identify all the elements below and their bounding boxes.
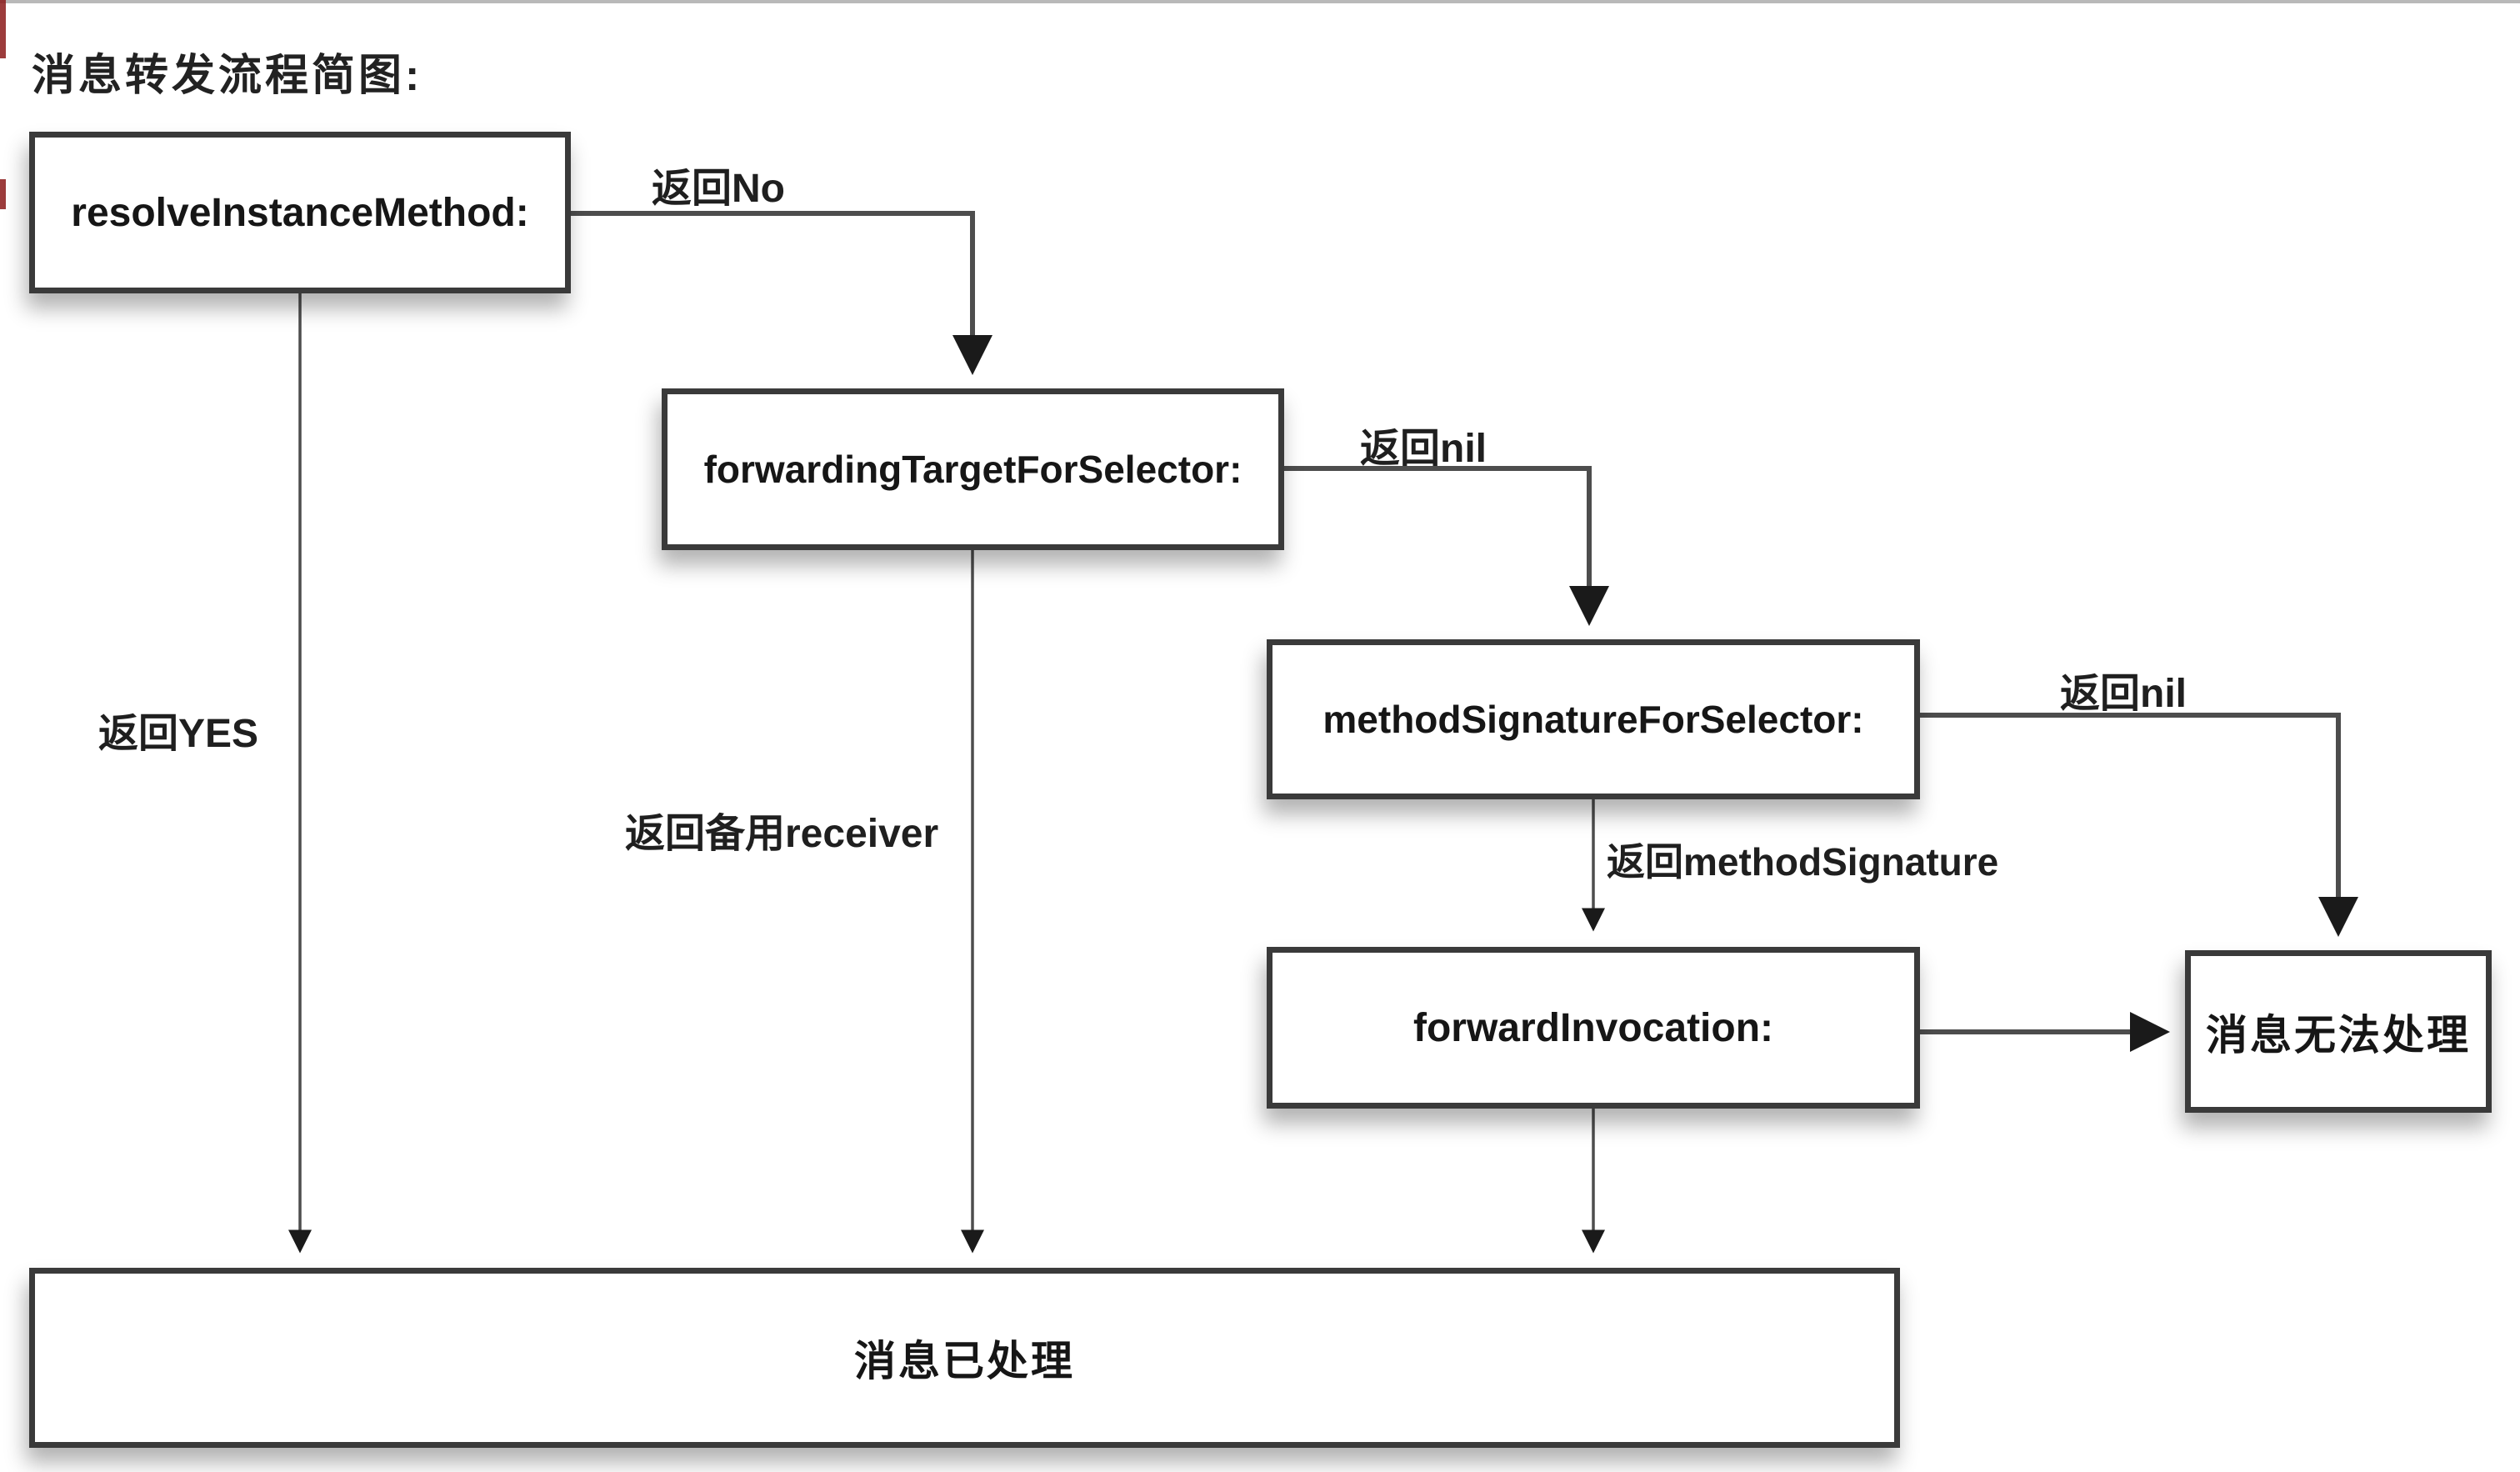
node-forwarding-target-for-selector-label: forwardingTargetForSelector: [703,448,1242,491]
edge-forwarding-target-to-method-signature [1284,466,1609,626]
edge-label-return-yes: 返回YES [98,712,259,756]
top-edge-hairline [0,0,2520,3]
edge-method-signature-to-unhandled [1920,713,2358,937]
edge-label-return-backup-receiver: 返回备用receiver [625,812,939,856]
node-resolve-instance-method: resolveInstanceMethod: [29,132,571,293]
node-method-signature-for-selector: methodSignatureForSelector: [1267,639,1920,799]
edge-resolve-to-forwarding-target [571,211,992,375]
edge-label-return-no: 返回No [652,167,785,211]
diagram-title: 消息转发流程简图: [32,52,423,100]
node-message-handled-label: 消息已处理 [854,1338,1075,1384]
edge-label-return-method-signature: 返回methodSignature [1607,840,1999,884]
node-message-handled: 消息已处理 [29,1268,1900,1448]
node-forward-invocation-label: forwardInvocation: [1412,1005,1774,1050]
node-resolve-instance-method-label: resolveInstanceMethod: [71,190,529,235]
left-edge-artifact [0,179,6,209]
node-message-unhandled: 消息无法处理 [2185,950,2492,1113]
node-method-signature-for-selector-label: methodSignatureForSelector: [1322,698,1864,741]
node-message-unhandled-label: 消息无法处理 [2206,1011,2471,1059]
node-forward-invocation: forwardInvocation: [1267,947,1920,1109]
node-forwarding-target-for-selector: forwardingTargetForSelector: [662,388,1284,550]
left-edge-artifact [0,0,6,58]
edge-label-return-nil-first: 返回nil [1360,427,1487,471]
edge-label-return-nil-second: 返回nil [2060,672,2187,716]
